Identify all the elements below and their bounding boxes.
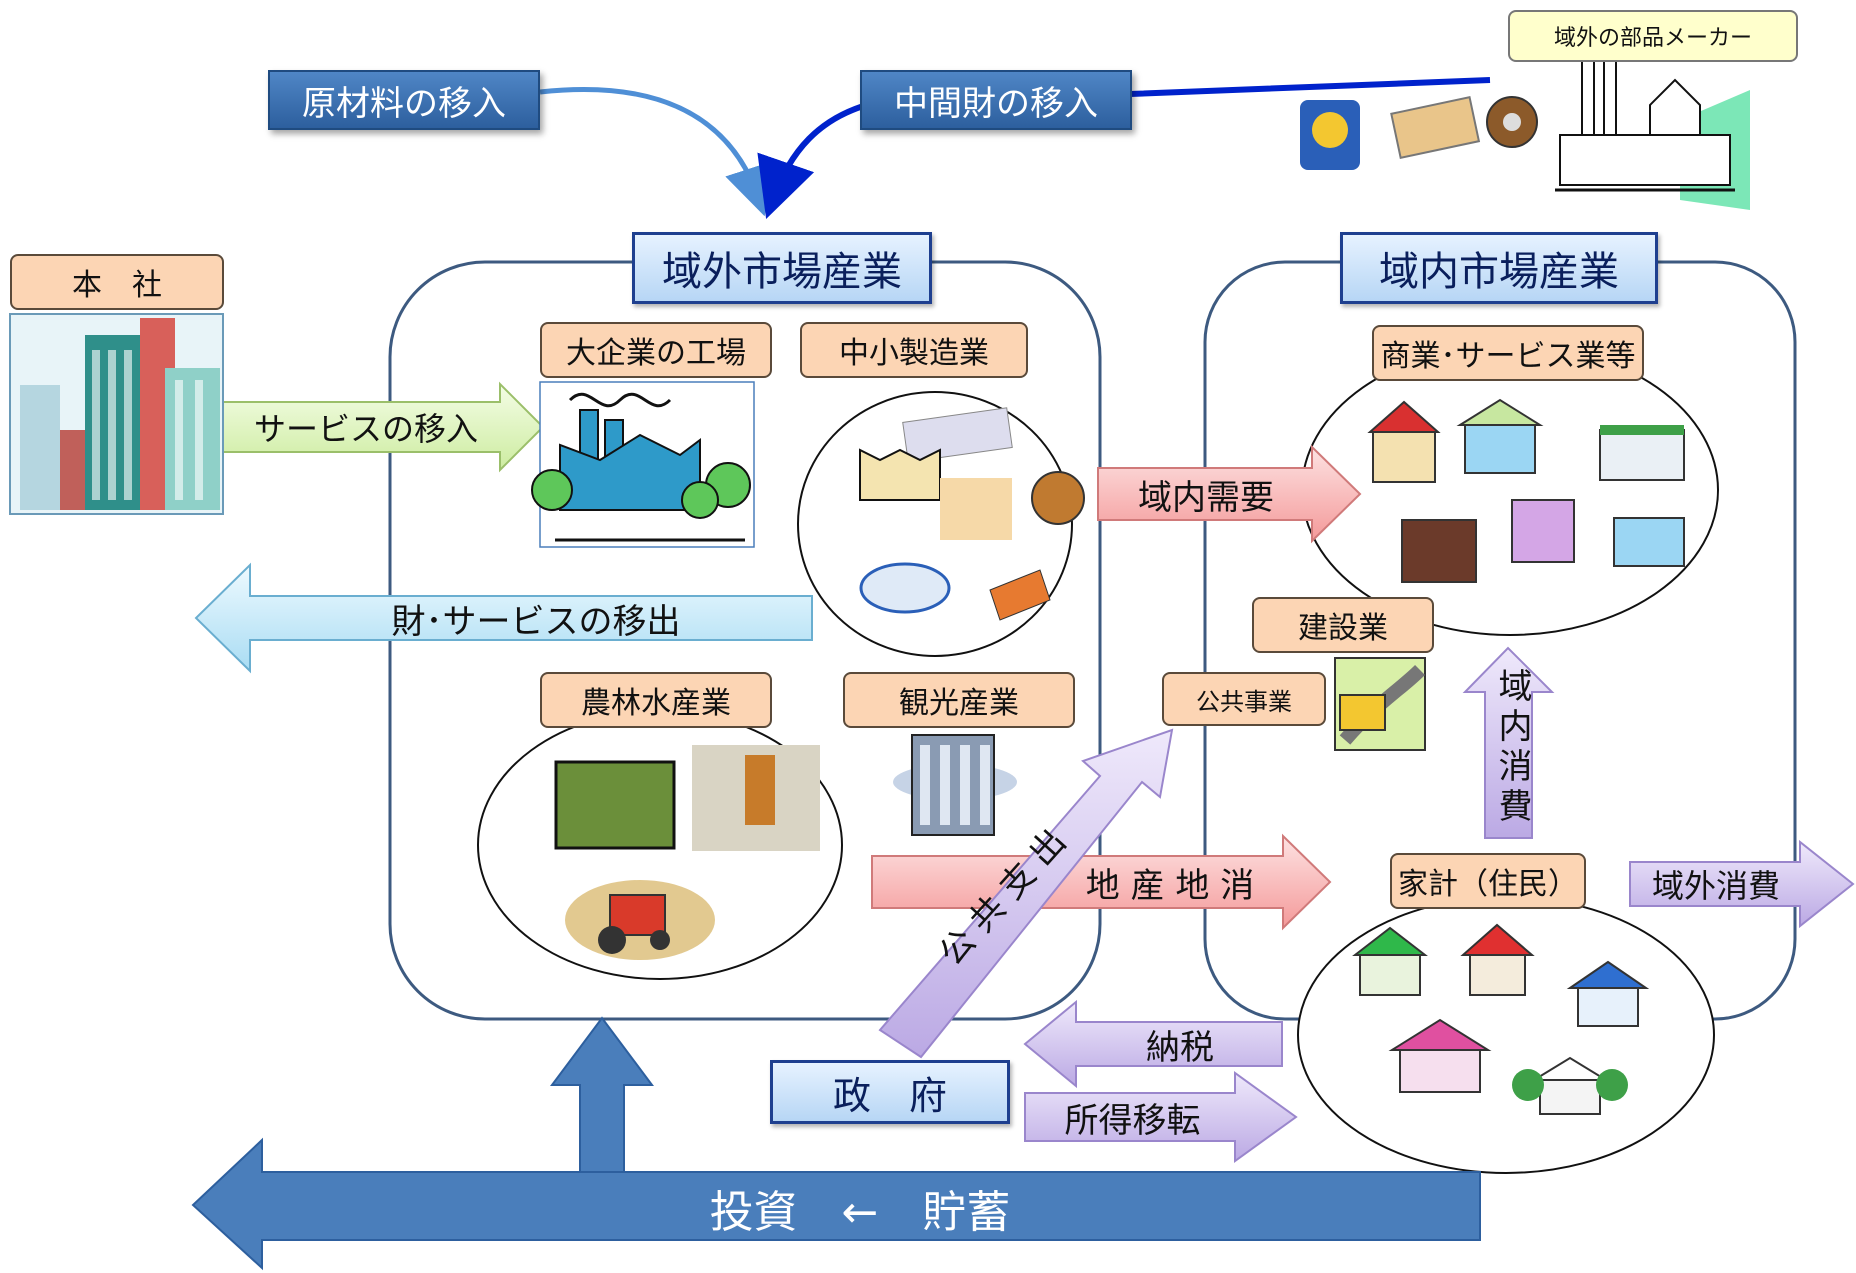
service-inflow-text: サービスの移入 [253, 410, 478, 448]
office-buildings-icon [9, 313, 224, 515]
external-market-industry-title: 域外市場産業 [632, 232, 932, 304]
small-manufacturing-icons [859, 407, 1085, 621]
public-expenditure-arrow [878, 728, 1174, 1059]
hotel-building-icon [893, 734, 1017, 836]
sme-manufacturing-label: 中小製造業 [800, 322, 1028, 378]
investment-savings-arrow [191, 1137, 1481, 1271]
commerce-ellipse [1301, 344, 1719, 636]
head-office-label: 本 社 [10, 254, 224, 310]
tax-text: 納税 [1146, 1027, 1214, 1068]
large-factory-label: 大企業の工場 [540, 322, 772, 378]
goods-services-outflow-text: 財･サービスの移出 [391, 601, 681, 642]
construction-label: 建設業 [1252, 597, 1434, 653]
tourism-label: 観光産業 [843, 672, 1075, 728]
tax-arrow [1023, 999, 1283, 1089]
electronic-parts-icon [1300, 95, 1538, 170]
farming-icons [554, 745, 820, 960]
internal-demand-arrow [1097, 444, 1362, 544]
intermediate-inflow-label: 中間財の移入 [860, 70, 1132, 130]
income-transfer-arrow [1024, 1071, 1298, 1163]
agri-forestry-fishery-label: 農林水産業 [540, 672, 772, 728]
road-construction-icon [1334, 657, 1426, 751]
parts-maker-label: 域外の部品メーカー [1508, 10, 1798, 62]
house-icons [1352, 923, 1650, 1115]
public-works-label: 公共事業 [1162, 672, 1326, 726]
internal-consumption-text: 域内消費 [1492, 668, 1532, 828]
intermediate-inflow-arrow [772, 77, 1491, 202]
local-production-text: 地 産 地 消 [1085, 865, 1255, 906]
goods-services-outflow-arrow [194, 562, 813, 674]
investment-savings-text: 投資 ← 貯蓄 [709, 1187, 1011, 1238]
investment-up-arrow [550, 1016, 654, 1173]
service-inflow-arrow [221, 381, 545, 473]
parts-factory-icon [1555, 59, 1750, 210]
internal-market-industry-title: 域内市場産業 [1340, 232, 1658, 304]
income-transfer-text: 所得移転 [1064, 1100, 1201, 1141]
external-consumption-arrow [1629, 839, 1855, 929]
raw-material-inflow-arrow [539, 87, 773, 217]
external-consumption-text: 域外消費 [1651, 867, 1780, 905]
raw-material-inflow-label: 原材料の移入 [268, 70, 540, 130]
factory-icon [531, 381, 755, 548]
commerce-services-label: 商業･サービス業等 [1372, 325, 1644, 381]
internal-consumption-arrow [1462, 646, 1555, 839]
local-production-arrow [871, 833, 1332, 931]
household-label: 家計（住民） [1390, 853, 1586, 909]
internal-demand-text: 域内需要 [1138, 477, 1274, 518]
shop-icons [1367, 398, 1685, 583]
government-label: 政 府 [770, 1060, 1010, 1124]
